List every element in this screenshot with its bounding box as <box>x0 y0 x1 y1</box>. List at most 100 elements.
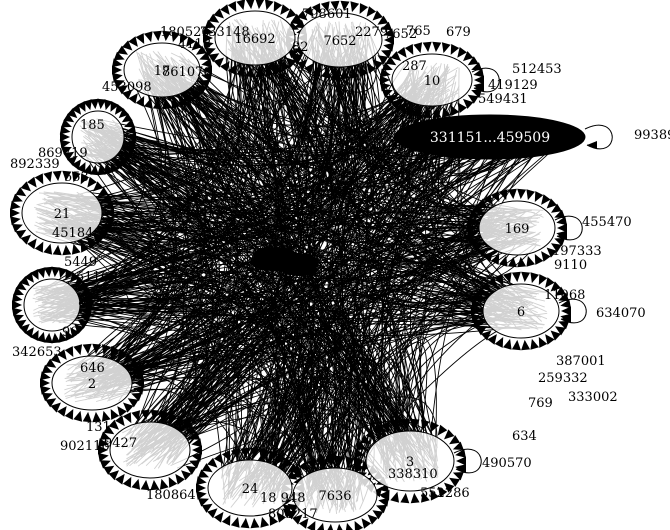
edge-arrowhead <box>59 139 71 149</box>
edge-arrowhead <box>534 254 544 265</box>
edge-arrowhead <box>144 97 153 109</box>
edge-arrowhead <box>288 49 299 59</box>
edge-arrowhead <box>185 425 197 435</box>
edge-label: 333002 <box>568 390 618 405</box>
edge-arrowhead <box>175 415 185 427</box>
edge-arrowhead <box>159 410 169 422</box>
edge-arrowhead <box>213 57 224 68</box>
edge-arrowhead <box>303 63 314 74</box>
edge-arrowhead <box>131 478 141 490</box>
edge-arrowhead <box>64 346 74 357</box>
edge-arrowhead <box>13 287 24 296</box>
graph-edge <box>33 149 153 317</box>
graph-edge <box>128 334 350 481</box>
graph-node <box>51 355 133 411</box>
edge-label: 769 <box>528 396 553 411</box>
graph-edge <box>355 151 547 486</box>
edge-arrowhead <box>213 8 224 19</box>
edge-arrowhead <box>150 479 160 491</box>
edge-arrowhead <box>77 319 89 329</box>
edge-label: 892339 <box>10 157 60 172</box>
graph-edge <box>134 140 528 432</box>
edge-arrowhead <box>101 193 113 202</box>
edge-arrowhead <box>481 330 492 341</box>
edge-arrowhead <box>19 323 30 334</box>
edge-arrowhead <box>70 327 80 338</box>
edge-arrowhead <box>546 198 557 209</box>
edge-arrowhead <box>457 102 467 113</box>
graph-node <box>482 283 560 339</box>
edge-arrowhead <box>43 332 53 344</box>
edge-arrowhead <box>15 281 27 291</box>
edge-arrowhead <box>303 6 314 17</box>
edge-arrowhead <box>422 41 432 53</box>
edge-arrowhead <box>196 45 207 55</box>
edge-arrowhead <box>207 457 218 468</box>
graph-edge <box>64 204 527 395</box>
edge-arrowhead <box>73 344 83 356</box>
edge-arrowhead <box>63 151 75 161</box>
edge-arrowhead <box>385 56 397 66</box>
edge-arrowhead <box>400 492 410 504</box>
edge-arrowhead <box>201 503 213 513</box>
graph-edge <box>42 296 537 322</box>
edge-label: 902116 <box>60 439 110 454</box>
edge-arrowhead <box>204 19 216 29</box>
graph-edge <box>65 38 381 397</box>
edge-arrowhead <box>483 251 493 262</box>
edge-arrowhead <box>538 337 548 348</box>
edge-arrowhead <box>203 26 214 36</box>
graph-edge <box>73 194 545 326</box>
edge-label: 342653 <box>12 345 62 360</box>
edge-label: 679 <box>446 25 471 40</box>
edge-arrowhead <box>381 21 392 31</box>
edge-arrowhead <box>555 326 566 336</box>
edge-arrowhead <box>383 42 394 52</box>
edge-arrowhead <box>471 89 483 98</box>
graph-node <box>23 278 81 332</box>
edge-arrowhead <box>10 200 21 210</box>
edge-arrowhead <box>199 79 211 89</box>
edge-arrowhead <box>286 8 297 19</box>
edge-label: 993895 <box>634 128 670 143</box>
edge-arrowhead <box>43 243 53 255</box>
graph-edge <box>140 79 279 493</box>
edge-arrowhead <box>476 286 487 296</box>
edge-arrowhead <box>50 402 61 413</box>
edge-arrowhead <box>276 511 287 523</box>
edge-arrowhead <box>463 98 474 109</box>
graph-edge <box>61 275 281 464</box>
edge-arrowhead <box>80 287 91 296</box>
graph-edge <box>62 288 277 461</box>
edge-arrowhead <box>125 125 137 135</box>
node-label: 17 <box>154 64 171 79</box>
edge-arrowhead <box>444 429 455 440</box>
edge-arrowhead <box>41 392 53 402</box>
edge-arrowhead <box>471 313 482 323</box>
edge-arrowhead <box>103 200 114 210</box>
edge-arrowhead <box>356 441 368 450</box>
graph-edge <box>84 148 266 226</box>
edge-label: 634 <box>512 429 537 444</box>
edge-arrowhead <box>58 267 68 279</box>
edge-arrowhead <box>311 3 321 14</box>
edge-arrowhead <box>511 339 521 351</box>
edge-arrowhead <box>196 490 207 500</box>
graph-edge <box>38 33 350 307</box>
edge-arrowhead <box>128 36 138 47</box>
edge-label: 490570 <box>482 456 532 471</box>
edge-arrowhead <box>273 1 283 12</box>
edge-arrowhead <box>123 402 134 413</box>
edge-arrowhead <box>250 447 260 459</box>
edge-arrowhead <box>372 59 383 70</box>
graph-edge <box>48 80 426 258</box>
edge-arrowhead <box>264 65 274 77</box>
edge-arrowhead <box>236 0 245 11</box>
edge-arrowhead <box>422 107 432 119</box>
edge-arrowhead <box>430 489 439 501</box>
edge-arrowhead <box>191 89 202 100</box>
edge-arrowhead <box>380 68 391 78</box>
edge-arrowhead <box>541 251 551 262</box>
edge-arrowhead <box>133 371 144 381</box>
